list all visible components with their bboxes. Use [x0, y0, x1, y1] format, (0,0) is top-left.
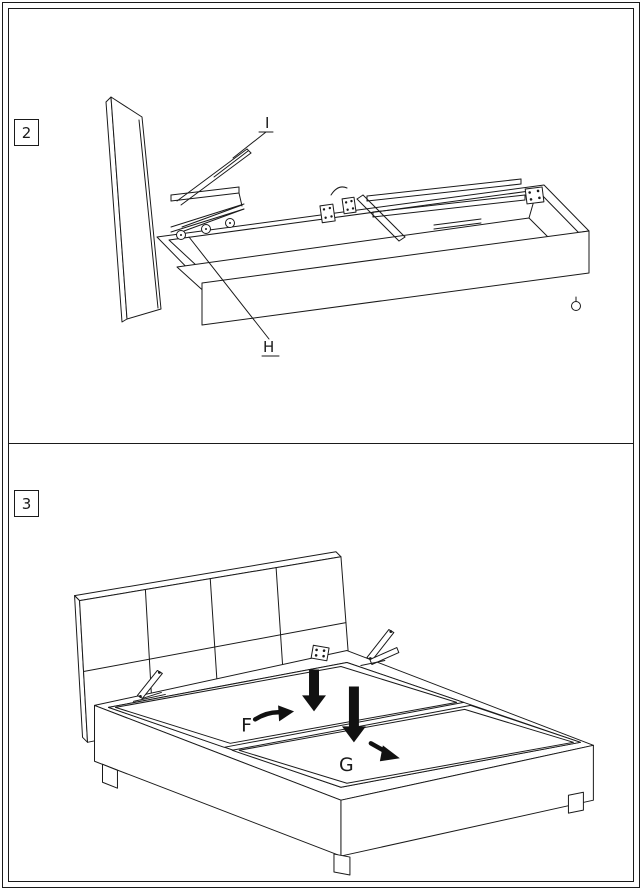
step-3-number-box: 3 [14, 490, 39, 517]
step-2-number: 2 [21, 123, 32, 142]
down-arrow-g-icon [341, 686, 366, 743]
step-2-panel: 2 [9, 9, 633, 443]
callout-i-leader [232, 131, 267, 159]
gas-strut-arm [176, 148, 248, 202]
bed-leg [333, 853, 351, 876]
caster-wheel-icon [571, 301, 581, 311]
lift-mechanism [170, 148, 252, 240]
label-f: F [241, 714, 252, 736]
slat-platform-g [231, 704, 581, 788]
slide-arrow-f-head [278, 705, 295, 722]
callout-h-label: H [263, 338, 274, 356]
lift-arm-folded-near [132, 669, 166, 702]
bed-leg [101, 763, 118, 789]
callout-i-label: I [265, 114, 269, 132]
callout-h-leader [188, 236, 270, 340]
bed-frame-box [156, 184, 590, 326]
step-3-panel: 3 [9, 443, 633, 883]
slat-platform-f [107, 662, 465, 748]
hinge-bracket-far [310, 644, 330, 662]
callout-h: H [188, 236, 280, 357]
step-2-number-box: 2 [14, 119, 39, 146]
hinge-hook [330, 186, 348, 196]
step-3-number: 3 [21, 494, 32, 513]
direction-arrows [252, 669, 400, 762]
lift-arm-folded-far [360, 629, 400, 666]
page-inner-frame: 2 [8, 8, 634, 882]
slide-arrow-g-head [379, 745, 400, 762]
hinge-plates [319, 186, 545, 224]
callout-i: I [232, 114, 274, 159]
slat-rails [366, 178, 526, 230]
label-g: G [339, 754, 354, 776]
down-arrow-f-icon [302, 669, 326, 712]
headboard [105, 96, 162, 323]
center-divider [356, 194, 406, 242]
bed-leg [567, 791, 584, 814]
step-2-drawing: I H [105, 96, 590, 357]
step-3-drawing: F G [74, 551, 594, 876]
